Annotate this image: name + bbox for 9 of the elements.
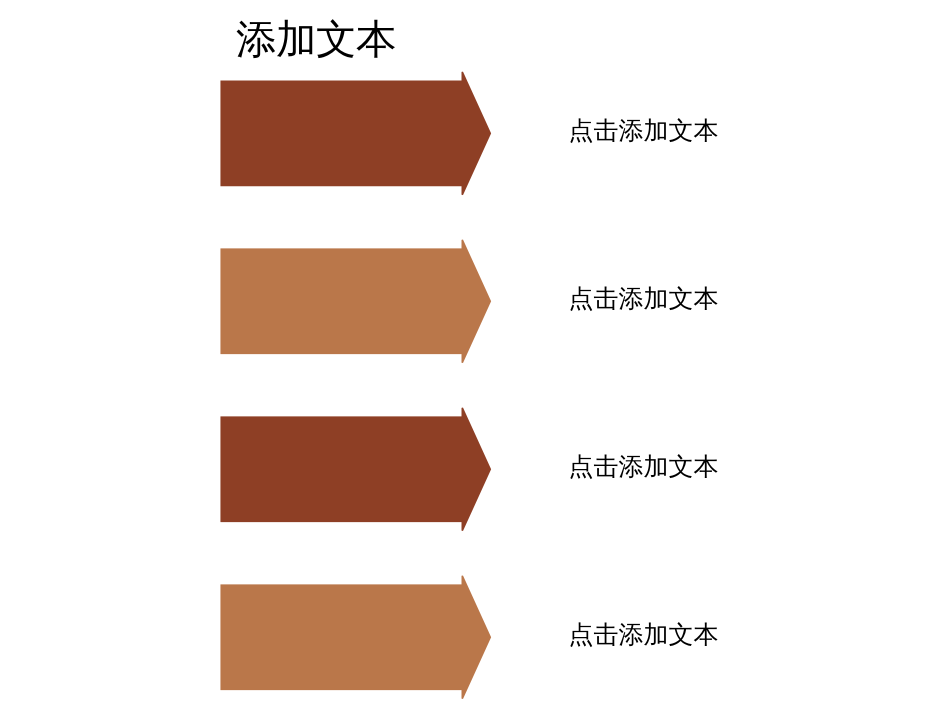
node-label: 点击添加文本 <box>568 452 718 482</box>
node-label: 点击添加文本 <box>568 284 718 314</box>
node-arrow <box>220 239 491 364</box>
node-arrow <box>220 575 491 700</box>
node-arrow <box>220 71 491 196</box>
node-label: 点击添加文本 <box>568 116 718 146</box>
node-arrow <box>220 407 491 532</box>
node-label: 点击添加文本 <box>568 620 718 650</box>
diagram-title: 添加文本 <box>236 14 396 63</box>
